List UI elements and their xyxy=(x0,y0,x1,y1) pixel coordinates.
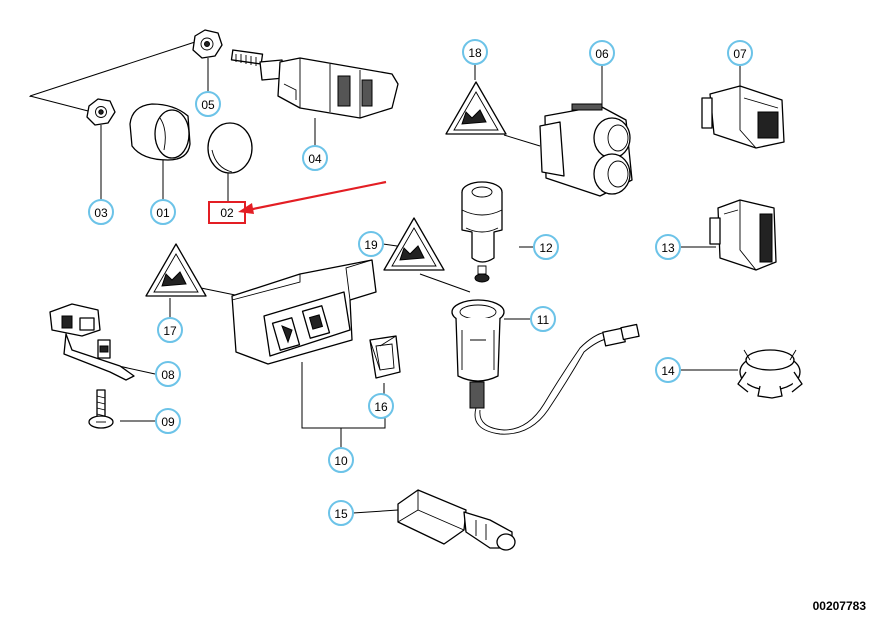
callout-ring xyxy=(462,39,488,65)
callout-label: 17 xyxy=(163,324,177,338)
screw-09 xyxy=(88,389,114,429)
warning-icon-18 xyxy=(445,81,507,135)
connector-13 xyxy=(709,199,777,271)
callout-ring xyxy=(155,408,181,434)
callout-ring xyxy=(157,317,183,343)
callout-label: 03 xyxy=(94,206,108,220)
callout-13: 13 xyxy=(655,234,681,260)
lighter-12 xyxy=(461,181,503,283)
callout-ring xyxy=(328,447,354,473)
callout-ring xyxy=(655,357,681,383)
callout-label: 12 xyxy=(539,241,553,255)
callout-label: 16 xyxy=(374,400,388,414)
callout-03: 03 xyxy=(88,199,114,225)
hex-nut-05 xyxy=(192,29,223,59)
connector-15 xyxy=(397,489,516,551)
callout-11: 11 xyxy=(530,306,556,332)
cover-disc-02 xyxy=(207,122,253,174)
callout-ring xyxy=(155,361,181,387)
cover-16 xyxy=(369,335,401,379)
callout-label: 18 xyxy=(468,46,482,60)
callout-01: 01 xyxy=(150,199,176,225)
callout-ring xyxy=(533,234,559,260)
switch-07 xyxy=(701,85,785,149)
leader-17 xyxy=(169,287,241,318)
callout-label: 13 xyxy=(661,241,675,255)
callout-09: 09 xyxy=(155,408,181,434)
drawing-number: 00207783 xyxy=(813,599,867,613)
callout-14: 14 xyxy=(655,357,681,383)
callout-07: 07 xyxy=(727,40,753,66)
callout-ring xyxy=(530,306,556,332)
callout-label: 01 xyxy=(156,206,170,220)
cap-01 xyxy=(129,103,191,161)
warning-icon-19 xyxy=(383,217,445,271)
callout-layer: 01 02 03 04 05 06 07 08 09 10 11 12 13 14 15 16 17 18 19 xyxy=(88,39,753,526)
leader-15 xyxy=(352,509,399,514)
callout-ring xyxy=(655,234,681,260)
callout-label: 04 xyxy=(308,152,322,166)
warning-icon-17 xyxy=(145,243,207,297)
callout-label: 19 xyxy=(364,238,378,252)
switch-04 xyxy=(230,49,399,119)
callout-18: 18 xyxy=(462,39,488,65)
callout-label: 14 xyxy=(661,364,675,378)
callout-label: 10 xyxy=(334,454,348,468)
window-switch-10 xyxy=(231,259,377,365)
callout-10: 10 xyxy=(328,447,354,473)
callout-label: 11 xyxy=(537,313,550,327)
callout-label: 09 xyxy=(161,415,175,429)
callout-19: 19 xyxy=(358,231,384,257)
leader-nut-group xyxy=(29,41,196,113)
callout-17: 17 xyxy=(157,317,183,343)
callout-02: 02 xyxy=(208,201,246,224)
callout-label: 06 xyxy=(595,47,609,61)
callout-ring xyxy=(328,500,354,526)
callout-06: 06 xyxy=(589,40,615,66)
leader-lines xyxy=(29,41,741,514)
leader-18 xyxy=(474,64,541,147)
clip-14 xyxy=(737,349,803,399)
callout-label: 05 xyxy=(201,98,215,112)
callout-label: 02 xyxy=(220,206,234,220)
socket-11 xyxy=(451,299,640,435)
callout-ring xyxy=(589,40,615,66)
callout-04: 04 xyxy=(302,145,328,171)
callout-ring xyxy=(368,393,394,419)
callout-label: 07 xyxy=(733,47,747,61)
callout-ring xyxy=(727,40,753,66)
callout-ring xyxy=(150,199,176,225)
callout-ring xyxy=(88,199,114,225)
callout-08: 08 xyxy=(155,361,181,387)
callout-label: 15 xyxy=(334,507,348,521)
callout-ring xyxy=(358,231,384,257)
callout-label: 08 xyxy=(161,368,175,382)
highlight-box xyxy=(208,201,246,224)
callout-16: 16 xyxy=(368,393,394,419)
callout-05: 05 xyxy=(195,91,221,117)
callout-ring xyxy=(195,91,221,117)
highlight-arrow xyxy=(238,180,387,214)
callout-15: 15 xyxy=(328,500,354,526)
leader-10 xyxy=(301,362,386,449)
callout-12: 12 xyxy=(533,234,559,260)
bracket-08 xyxy=(49,303,135,381)
switch-06 xyxy=(539,103,633,197)
callout-ring xyxy=(302,145,328,171)
hex-nut-03 xyxy=(86,98,116,126)
